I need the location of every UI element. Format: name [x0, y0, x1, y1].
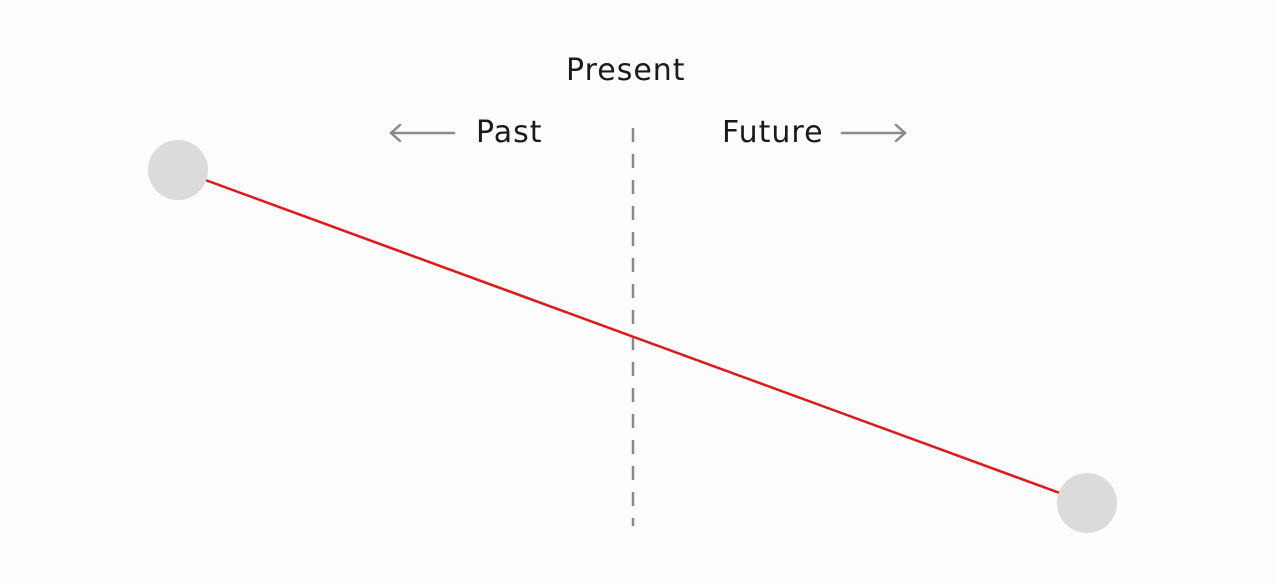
arrow-right-icon [840, 123, 907, 143]
end-point [1057, 473, 1117, 533]
arrow-left-icon [389, 123, 456, 143]
past-label: Past [476, 115, 543, 150]
future-label: Future [722, 115, 824, 150]
present-label: Present [566, 53, 686, 88]
start-point [148, 140, 208, 200]
trajectory-line [177, 168, 1088, 505]
